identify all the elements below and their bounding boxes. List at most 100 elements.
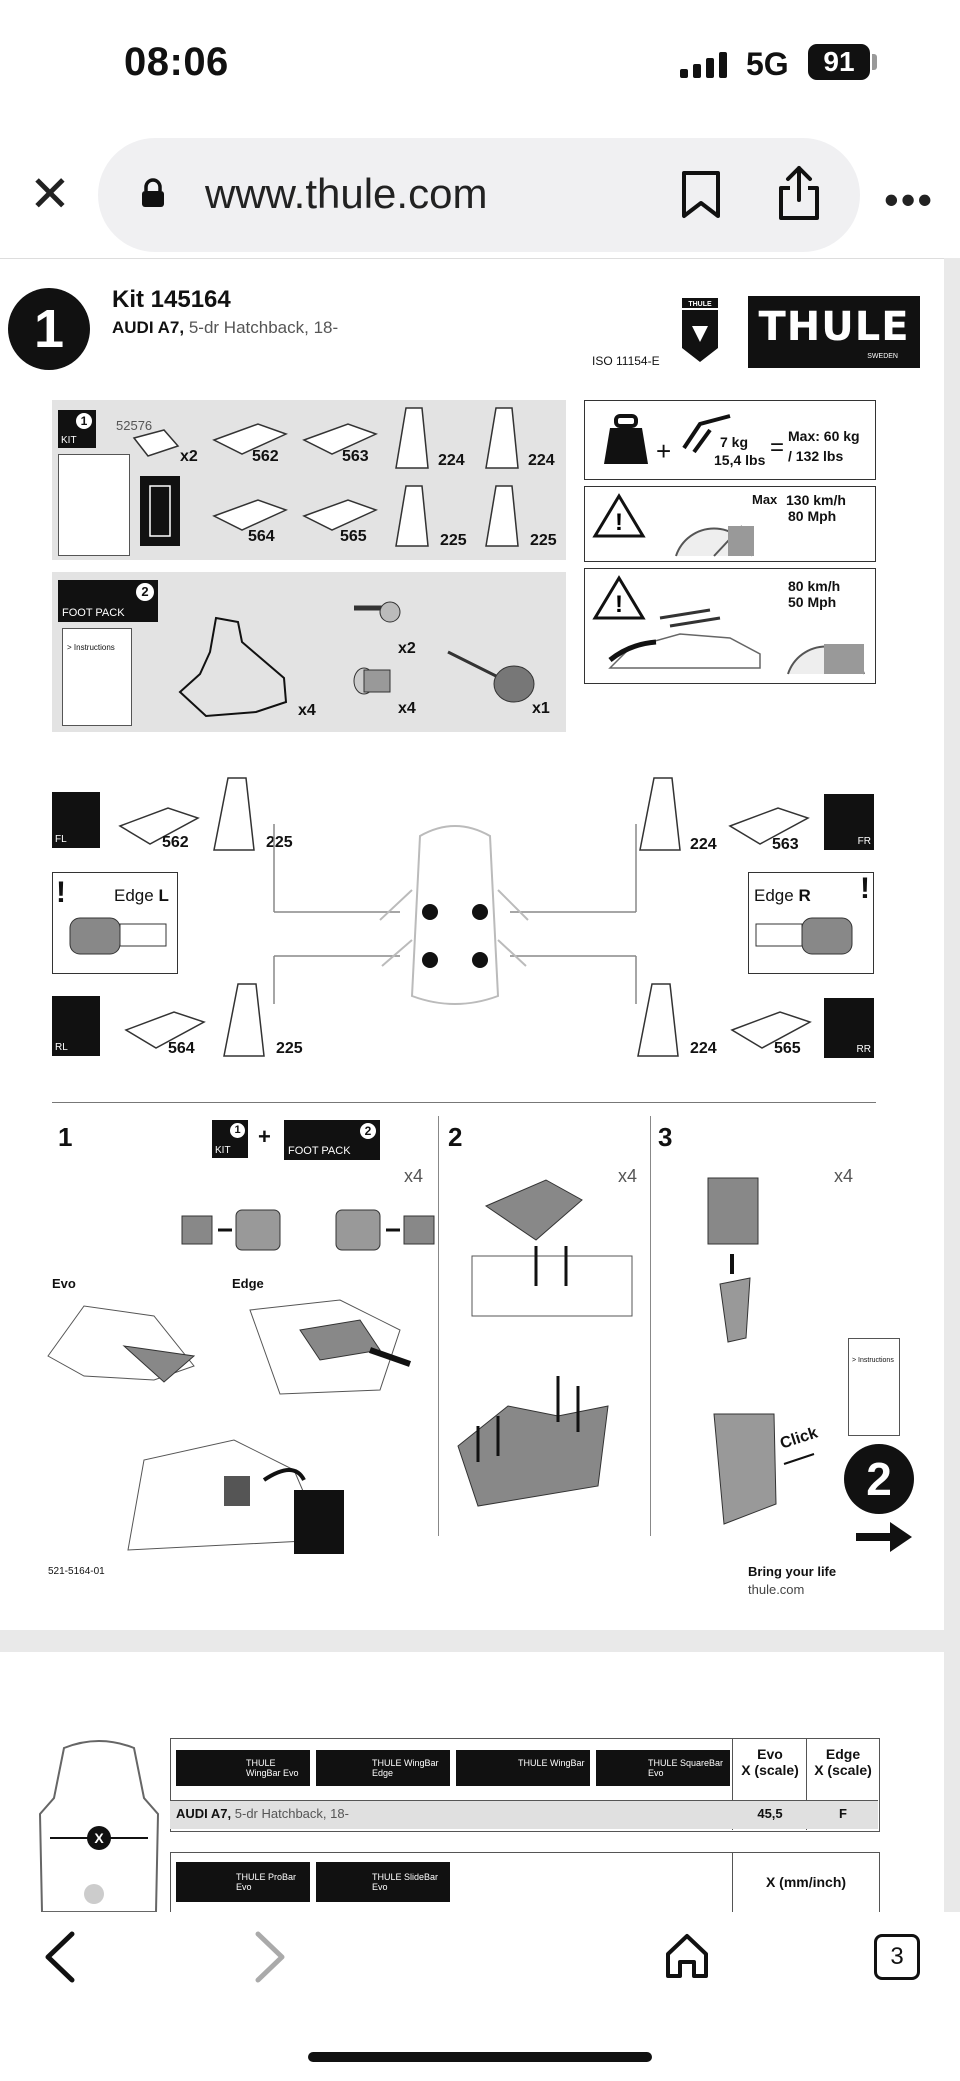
svg-text:!: ! bbox=[615, 509, 623, 536]
part-224-a: 224 bbox=[438, 452, 465, 469]
kit-badge: 1 KIT bbox=[58, 410, 96, 448]
forward-arrow-icon[interactable] bbox=[250, 1930, 290, 1989]
car-front-view-diagram: X bbox=[34, 1738, 164, 1917]
iso-standard: ISO 11154-E bbox=[592, 354, 660, 368]
fr-pad-number: 563 bbox=[772, 836, 799, 853]
next-step-badge: 2 bbox=[844, 1444, 914, 1514]
part-562: 562 bbox=[252, 448, 279, 465]
kit-qty-x2: x2 bbox=[180, 448, 198, 465]
arrow-right-icon bbox=[854, 1520, 914, 1559]
bracket-225-icon bbox=[482, 482, 522, 557]
car-detail: 5-dr Hatchback, 18- bbox=[188, 318, 339, 337]
kit-contents-panel bbox=[52, 400, 566, 560]
pad-563-icon bbox=[300, 420, 380, 465]
fl-pad-number: 562 bbox=[162, 834, 189, 851]
equals-sign: = bbox=[770, 434, 785, 461]
svg-text:!: ! bbox=[615, 591, 623, 618]
bracket-icon bbox=[220, 980, 270, 1065]
car-position-diagram bbox=[140, 476, 180, 546]
speed-kmh: 130 km/h bbox=[786, 492, 846, 508]
row-edge-value: F bbox=[839, 1806, 847, 1821]
edge-label: Edge bbox=[232, 1276, 264, 1291]
position-fl-tile: FL bbox=[52, 792, 100, 848]
status-time: 08:06 bbox=[124, 40, 229, 84]
row-car: AUDI A7, 5-dr Hatchback, 18- bbox=[176, 1806, 349, 1821]
rl-pad-number: 564 bbox=[168, 1040, 195, 1057]
page-gutter bbox=[944, 258, 960, 1918]
warning-icon: ! bbox=[592, 492, 646, 545]
back-arrow-icon[interactable] bbox=[40, 1930, 80, 1989]
page-separator bbox=[0, 1630, 944, 1652]
edge-right-warning: ! bbox=[860, 872, 870, 905]
table-row bbox=[170, 1800, 878, 1829]
more-options-icon[interactable]: ••• bbox=[884, 176, 935, 223]
home-icon[interactable] bbox=[664, 1932, 710, 1985]
step-1-number: 1 bbox=[58, 1122, 73, 1152]
lock-icon bbox=[140, 178, 166, 213]
evo-label: Evo bbox=[52, 1276, 76, 1291]
edge-foot-icon bbox=[68, 904, 168, 969]
col-x-header: X (mm/inch) bbox=[765, 1874, 847, 1890]
wind-mph: 50 Mph bbox=[788, 594, 837, 610]
speedometer-icon bbox=[672, 496, 756, 563]
svg-text:THULE: THULE bbox=[688, 301, 712, 308]
foot-pack-instructions-sheet: > Instructions bbox=[62, 628, 132, 726]
bar-wingbar: THULE WingBar bbox=[456, 1750, 590, 1786]
bookmark-icon[interactable] bbox=[680, 170, 722, 225]
car-top-view-diagram bbox=[270, 816, 640, 1017]
plus-sign: + bbox=[258, 1124, 271, 1149]
network-type: 5G bbox=[746, 46, 789, 82]
speed-mph: 80 Mph bbox=[788, 508, 837, 524]
pad-562-icon bbox=[210, 420, 290, 465]
bar-slidebar-evo: THULE SlideBar Evo bbox=[316, 1862, 450, 1902]
evo-foot-illustration bbox=[44, 1296, 204, 1391]
rr-pad-number: 565 bbox=[774, 1040, 801, 1057]
foot-pack-badge: 2 FOOT PACK bbox=[58, 580, 158, 622]
edge-right-label: Edge R bbox=[754, 886, 811, 905]
hardware-bag-icon bbox=[130, 428, 180, 463]
fr-foot-number: 224 bbox=[690, 836, 717, 853]
kit-instructions-sheet bbox=[58, 454, 130, 556]
speed-max-label: Max bbox=[752, 492, 778, 507]
site-link[interactable]: thule.com bbox=[748, 1582, 805, 1597]
position-rr-tile: RR bbox=[824, 998, 874, 1058]
part-564: 564 bbox=[248, 528, 275, 545]
bracket-224-icon bbox=[482, 404, 522, 479]
car-model-line: AUDI A7, 5-dr Hatchback, 18- bbox=[112, 318, 338, 338]
url-text[interactable]: www.thule.com bbox=[205, 170, 488, 217]
document-code: 521-5164-01 bbox=[48, 1566, 105, 1577]
address-bar[interactable] bbox=[98, 138, 860, 252]
roof-bars-icon bbox=[680, 412, 736, 459]
bar-probar-evo: THULE ProBar Evo bbox=[176, 1862, 310, 1902]
foot-icon bbox=[176, 612, 306, 727]
part-563: 563 bbox=[342, 448, 369, 465]
position-fr-tile: FR bbox=[824, 794, 874, 850]
bracket-224-icon bbox=[392, 404, 432, 479]
guarantee-seal-icon: THULE bbox=[680, 296, 720, 366]
pad-press-illustration bbox=[448, 1366, 618, 1521]
tool-qty: x1 bbox=[532, 700, 550, 717]
tabs-button[interactable]: 3 bbox=[874, 1934, 920, 1980]
bracket-icon bbox=[634, 980, 684, 1065]
close-button[interactable]: ✕ bbox=[29, 166, 71, 222]
foot-qty: x4 bbox=[298, 702, 316, 719]
car-model: AUDI A7, bbox=[112, 318, 185, 337]
share-icon[interactable] bbox=[776, 164, 822, 227]
pad-install-illustration bbox=[456, 1176, 646, 1341]
step-3-qty: x4 bbox=[834, 1166, 854, 1186]
part-225-a: 225 bbox=[440, 532, 467, 549]
table-col-line bbox=[732, 1852, 733, 1918]
key-icon bbox=[352, 598, 402, 633]
pad-icon bbox=[116, 800, 202, 855]
thule-logo-sub: SWEDEN bbox=[867, 353, 898, 360]
home-indicator bbox=[308, 2052, 652, 2062]
step-1-qty: x4 bbox=[404, 1166, 424, 1186]
kit-part-number: 52576 bbox=[116, 418, 153, 433]
key-qty: x2 bbox=[398, 640, 416, 657]
edge-foot-icon bbox=[754, 904, 854, 969]
bracket-icon bbox=[636, 774, 686, 859]
bracket-click-illustration bbox=[664, 1404, 824, 1539]
